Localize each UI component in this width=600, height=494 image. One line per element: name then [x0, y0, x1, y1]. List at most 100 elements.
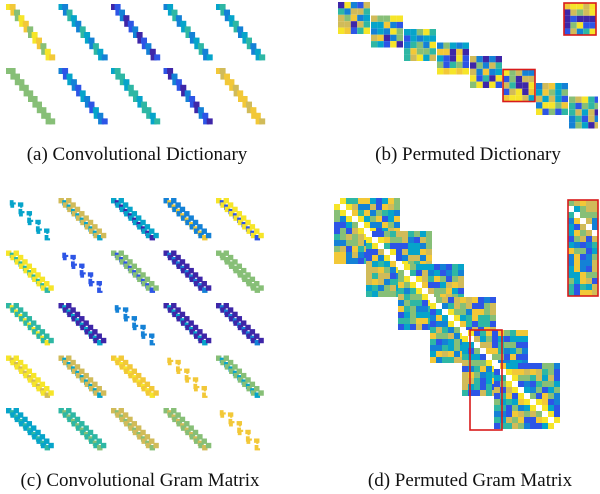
- permuted-dictionary-cell: [515, 69, 523, 76]
- dictionary-band-cell: [241, 32, 248, 38]
- permuted-gram-cell: [426, 231, 432, 237]
- permuted-dictionary-cell: [423, 35, 430, 42]
- gram-band-cell: [193, 438, 200, 444]
- permuted-gram-cell: [358, 204, 364, 210]
- gram-band-cell: [229, 316, 235, 322]
- permuted-gram-cell: [468, 336, 474, 342]
- dictionary-band-cell: [224, 15, 231, 22]
- dictionary-band-cell: [44, 112, 51, 119]
- permuted-gram-cell: [358, 222, 364, 228]
- gram-band-cell: [245, 219, 251, 226]
- permuted-gram-cell: [390, 255, 396, 261]
- dictionary-band-cell: [98, 54, 105, 61]
- dictionary-band-cell: [76, 26, 83, 33]
- gram-band-cell: [118, 303, 124, 309]
- permuted-dictionary-cell: [462, 48, 469, 56]
- permuted-gram-cell: [512, 399, 518, 405]
- dictionary-band-cell: [203, 54, 210, 61]
- permuted-gram-cell: [410, 324, 416, 330]
- permuted-dictionary-cell: [410, 48, 417, 55]
- permuted-gram-cell: [568, 278, 574, 284]
- gram-band-cell: [223, 250, 229, 256]
- dictionary-band-cell: [216, 4, 222, 10]
- permuted-gram-cell: [346, 216, 352, 222]
- permuted-gram-cell: [574, 230, 580, 236]
- dictionary-band-cell: [76, 90, 83, 97]
- caption-a-text: Convolutional Dictionary: [52, 144, 248, 165]
- permuted-gram-cell: [548, 411, 554, 417]
- permuted-gram-cell: [358, 240, 364, 246]
- gram-band-cell: [40, 232, 47, 239]
- permuted-gram-cell: [366, 285, 372, 291]
- permuted-gram-cell: [486, 354, 492, 360]
- dictionary-band-cell: [133, 32, 139, 38]
- gram-band-cell: [140, 429, 146, 436]
- permuted-gram-cell: [402, 237, 408, 243]
- permuted-dictionary-cell: [570, 15, 577, 23]
- gram-band-cell: [141, 280, 147, 287]
- permuted-dictionary-cell: [443, 68, 450, 75]
- permuted-gram-cell: [410, 294, 416, 300]
- highlight-column: [567, 199, 599, 297]
- gram-band-cell: [71, 368, 77, 374]
- permuted-gram-cell: [580, 236, 586, 242]
- gram-band-cell: [149, 445, 156, 451]
- permuted-gram-cell: [574, 218, 580, 224]
- permuted-gram-cell: [574, 236, 580, 242]
- gram-band-cell: [96, 228, 102, 234]
- dictionary-band-cell: [237, 90, 244, 97]
- gram-band-cell: [127, 259, 133, 265]
- permuted-gram-cell: [358, 252, 364, 258]
- permuted-gram-cell: [530, 363, 536, 369]
- gram-band-cell: [246, 228, 252, 234]
- permuted-gram-cell: [396, 243, 402, 249]
- gram-band-cell: [153, 442, 159, 449]
- permuted-dictionary-cell: [449, 42, 457, 49]
- gram-band-cell: [44, 340, 51, 346]
- permuted-gram-cell: [512, 375, 518, 381]
- permuted-gram-cell: [390, 261, 396, 267]
- gram-band-cell: [135, 372, 142, 379]
- gram-band-cell: [232, 364, 238, 370]
- permuted-gram-cell: [390, 243, 396, 249]
- permuted-gram-cell: [462, 354, 468, 360]
- dictionary-band-cell: [242, 101, 249, 108]
- gram-band-cell: [119, 364, 126, 370]
- permuted-dictionary-cell: [555, 83, 562, 90]
- dictionary-band-cell: [18, 79, 25, 86]
- permuted-gram-cell: [358, 198, 364, 204]
- permuted-gram-cell: [518, 411, 524, 417]
- permuted-gram-cell: [592, 248, 598, 254]
- gram-band-cell: [118, 250, 124, 256]
- gram-band-cell: [111, 408, 117, 414]
- permuted-dictionary-cell: [338, 2, 345, 9]
- permuted-gram-cell: [542, 411, 548, 417]
- permuted-gram-cell: [504, 354, 510, 360]
- permuted-gram-cell: [554, 363, 560, 369]
- permuted-dictionary-cell: [416, 35, 424, 42]
- permuted-gram-cell: [404, 282, 410, 288]
- gram-band-cell: [115, 202, 121, 208]
- gram-band-cell: [32, 381, 38, 388]
- dictionary-band-cell: [62, 68, 69, 74]
- gram-band-cell: [223, 408, 229, 414]
- permuted-gram-cell: [500, 393, 506, 399]
- permuted-gram-cell: [500, 405, 506, 411]
- permuted-gram-cell: [382, 198, 388, 204]
- permuted-gram-cell: [394, 204, 400, 210]
- gram-band-cell: [144, 329, 151, 335]
- dictionary-band-cell: [101, 118, 108, 125]
- gram-band-cell: [232, 206, 238, 213]
- permuted-gram-cell: [436, 333, 442, 339]
- gram-band-cell: [254, 340, 261, 346]
- permuted-gram-cell: [372, 237, 378, 243]
- gram-band-cell: [88, 385, 95, 392]
- dictionary-band-cell: [92, 43, 99, 50]
- gram-band-cell: [84, 224, 91, 230]
- permuted-dictionary-cell: [410, 29, 417, 36]
- permuted-gram-cell: [574, 200, 580, 206]
- permuted-dictionary-cell: [495, 62, 502, 69]
- permuted-gram-cell: [352, 228, 358, 234]
- gram-band-cell: [122, 307, 129, 313]
- gram-band-cell: [135, 320, 142, 326]
